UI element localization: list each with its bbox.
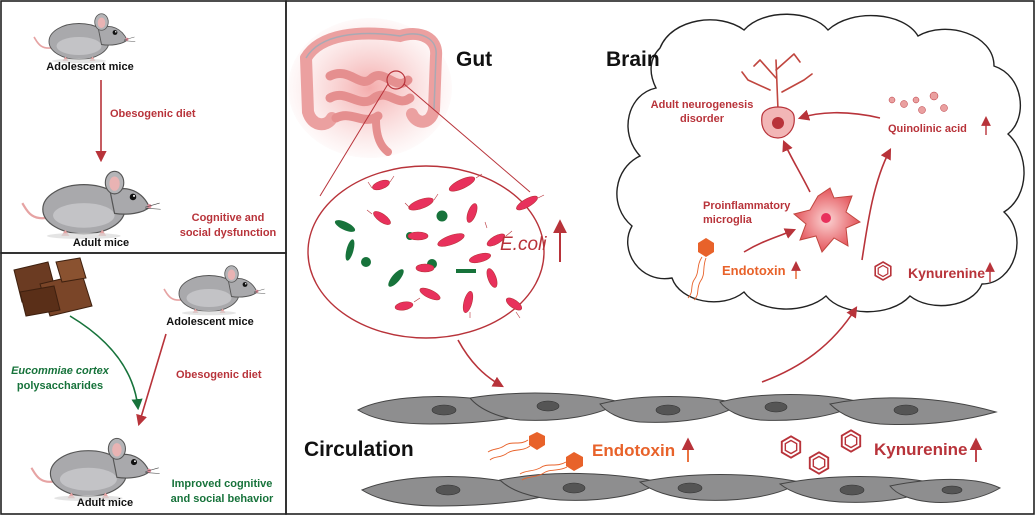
endotoxin-icons-circulation: [487, 432, 583, 481]
bark-icon: [13, 257, 93, 317]
adolescent-mouse-icon: [33, 12, 137, 64]
neuron-icon: [741, 53, 813, 139]
adult-label-2: Adult mice: [77, 497, 133, 509]
vessel-nuclei: [431, 400, 963, 496]
kynurenine-label-brain: Kynurenine: [908, 265, 985, 281]
quinolinic-dots: [888, 91, 948, 114]
quinolinic-to-neuron-arrow: [797, 109, 881, 121]
brain-title: Brain: [606, 48, 660, 71]
endotoxin-to-microglia-arrow: [743, 228, 797, 253]
circulation-to-brain-arrow: [761, 306, 858, 383]
adult-mouse-icon: [21, 170, 162, 240]
endotoxin-icon: [698, 238, 714, 257]
bacteria-cluster: [334, 173, 545, 319]
kynurenine-to-quinolinic-arrow: [861, 148, 892, 261]
neurogenesis-line1: Adult neurogenesis: [651, 99, 754, 111]
treatment-line2: polysaccharides: [17, 380, 103, 392]
circulation-title: Circulation: [304, 438, 414, 461]
treatment-arrow: [69, 315, 143, 411]
adult-label: Adult mice: [73, 237, 129, 249]
brain-cloud: [616, 13, 1025, 313]
endotoxin-label-circulation: Endotoxin: [592, 441, 675, 460]
zoom-line-right: [403, 83, 531, 193]
treatment-line1: Eucommiae cortex: [11, 365, 110, 377]
microglia-line1: Proinflammatory: [703, 200, 791, 212]
endotoxin-label-brain: Endotoxin: [722, 263, 786, 278]
outcome-line1-2: Improved cognitive: [172, 478, 273, 490]
kynurenine-label-circulation: Kynurenine: [874, 440, 968, 459]
diet-label: Obesogenic diet: [110, 108, 196, 120]
zoom-line-left: [319, 83, 389, 197]
endotoxin-tail: [687, 256, 707, 301]
panel-main: Gut: [288, 13, 1025, 507]
outcome-line1: Cognitive and: [192, 212, 265, 224]
panel-top: Adolescent mice Obesogenic diet Adult mi…: [21, 12, 277, 249]
kynurenine-icon-2: [808, 451, 830, 475]
adult-mouse-icon-2: [30, 437, 161, 502]
panel-main-border: [285, 0, 1035, 515]
adolescent-label: Adolescent mice: [46, 61, 133, 73]
microglia-to-neuron-arrow: [782, 139, 811, 193]
kynurenine-icon-3: [840, 429, 862, 453]
panel-bottom: Adolescent mice Eucommiae cortex polysac…: [11, 257, 274, 509]
diet-arrow-2: [136, 333, 167, 427]
neurogenesis-line2: disorder: [680, 113, 725, 125]
adolescent-label-2: Adolescent mice: [166, 316, 253, 328]
microglia-line2: microglia: [703, 214, 753, 226]
outcome-line2: social dysfunction: [180, 227, 277, 239]
kynurenine-icon-1: [780, 435, 802, 459]
adolescent-mouse-icon-2: [163, 264, 267, 316]
gut-icon: [288, 18, 452, 158]
quinolinic-label: Quinolinic acid: [888, 123, 967, 135]
outcome-line2-2: and social behavior: [171, 493, 274, 505]
gut-title: Gut: [456, 48, 492, 71]
gut-to-circulation-arrow: [457, 339, 504, 388]
ecoli-label: E.coli: [500, 234, 547, 255]
bacteria-zoom-circle: [307, 165, 545, 339]
diet-label-2: Obesogenic diet: [176, 369, 262, 381]
